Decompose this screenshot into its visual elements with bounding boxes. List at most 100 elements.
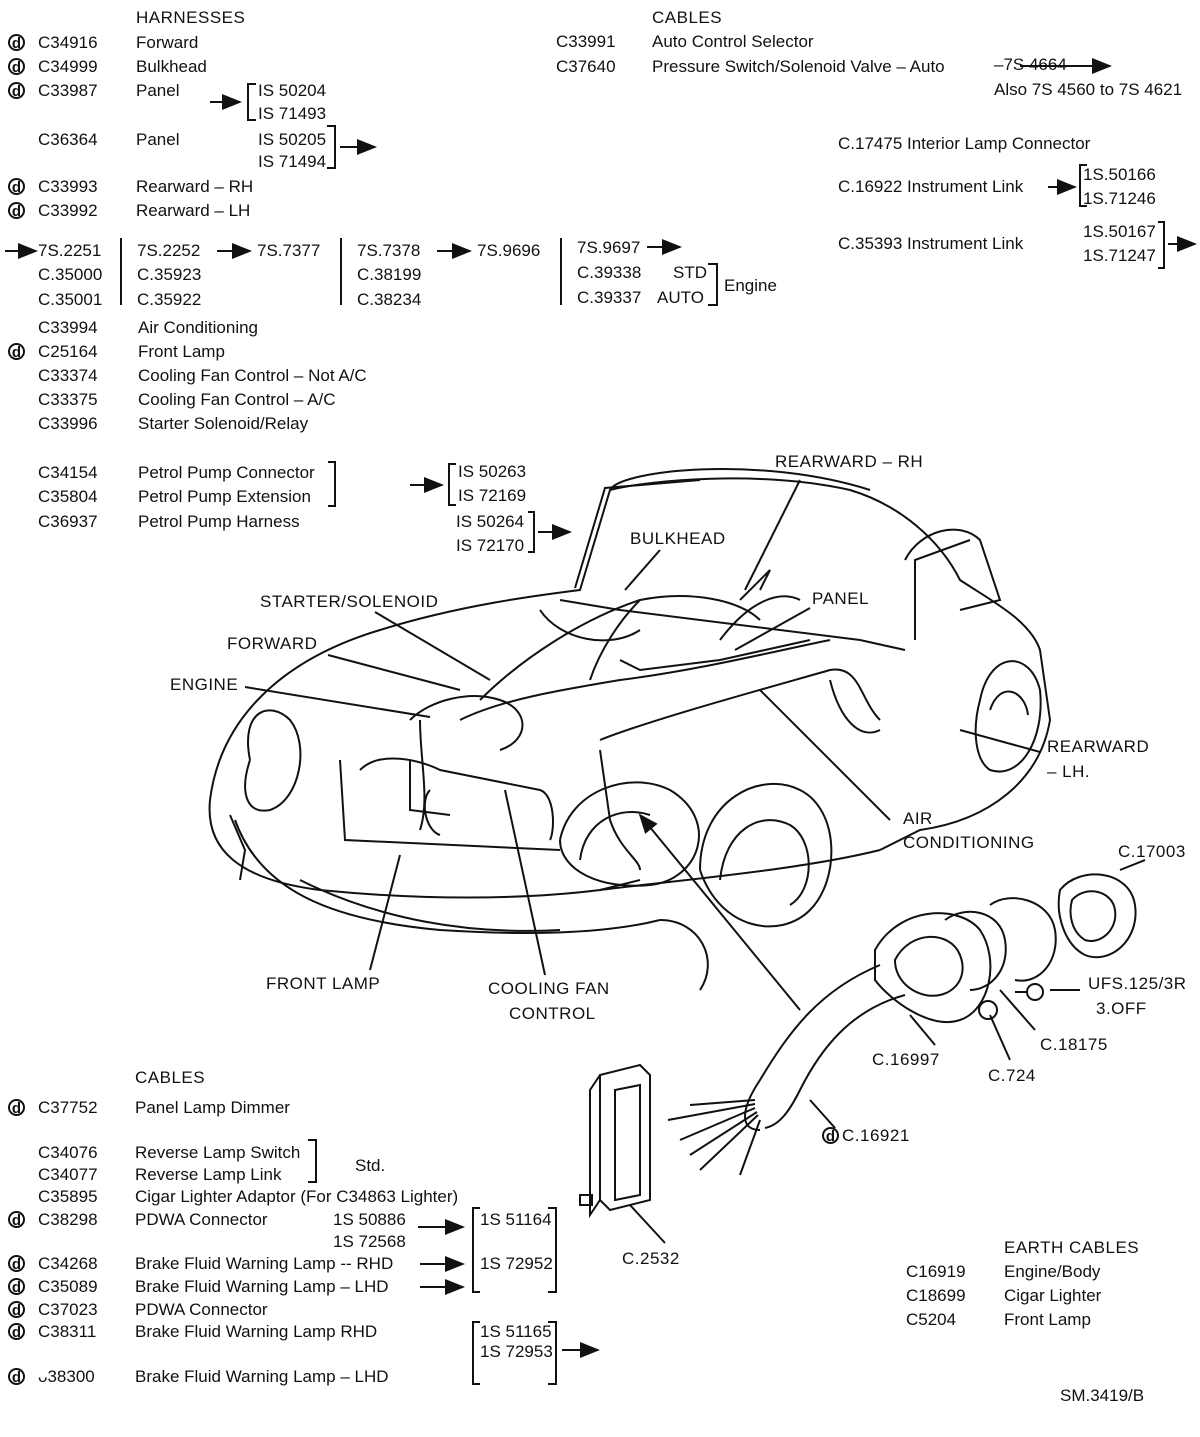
harness-desc: Bulkhead: [136, 57, 207, 76]
harness-desc: Petrol Pump Extension: [138, 487, 311, 506]
harness-code: C36364: [38, 130, 98, 149]
harness-code: C33375: [38, 390, 98, 409]
engine-grid-value: 7S.7377: [257, 241, 321, 260]
label-conditioning: CONDITIONING: [903, 833, 1035, 852]
harness-code: C33992: [38, 201, 98, 220]
harness-desc: Cooling Fan Control – A/C: [138, 390, 336, 409]
earth-code: C5204: [906, 1310, 957, 1329]
harness-desc: Starter Solenoid/Relay: [138, 414, 309, 433]
d-symbol: d: [8, 202, 25, 220]
cable-desc: Auto Control Selector: [652, 32, 814, 51]
cable-code: C33991: [556, 32, 616, 51]
harness-desc: Front Lamp: [138, 342, 225, 361]
harness-desc: Air Conditioning: [138, 318, 259, 337]
cable-desc: Brake Fluid Warning Lamp – LHD: [135, 1367, 389, 1386]
cable-desc: Reverse Lamp Switch: [135, 1143, 301, 1162]
cable-code: C34076: [38, 1143, 98, 1162]
label-panel: PANEL: [812, 589, 869, 608]
harness-code: C34154: [38, 463, 98, 482]
range-value: 1S.71247: [1083, 246, 1156, 265]
d-symbol: d: [8, 58, 25, 76]
harness-code: C33987: [38, 81, 98, 100]
harness-desc: Rearward – RH: [136, 177, 254, 196]
label-forward: FORWARD: [227, 634, 318, 653]
instrument-link: C.16922 Instrument Link: [838, 177, 1024, 196]
harness-code: C33996: [38, 414, 98, 433]
cables-bottom-title: CABLES: [135, 1068, 206, 1087]
label-starter-solenoid: STARTER/SOLENOID: [260, 592, 439, 611]
d-symbol: d: [822, 1127, 839, 1145]
harness-code: C33374: [38, 366, 98, 385]
range-value: 1S.50166: [1083, 165, 1156, 184]
label-engine: ENGINE: [170, 675, 239, 694]
earth-desc: Front Lamp: [1004, 1310, 1091, 1329]
range-value: 1S 51164: [480, 1210, 552, 1229]
cable-code: C35089: [38, 1277, 98, 1296]
cable-code: C37640: [556, 57, 616, 76]
range-value: IS 72170: [456, 536, 525, 555]
harnesses-title: HARNESSES: [136, 8, 246, 27]
drawing-reference: SM.3419/B: [1060, 1386, 1145, 1405]
cable-desc: Panel Lamp Dimmer: [135, 1098, 290, 1117]
d-symbol: d: [8, 178, 25, 196]
cable-desc: Brake Fluid Warning Lamp – LHD: [135, 1277, 389, 1296]
harness-desc: Rearward – LH: [136, 201, 251, 220]
d-symbol: d: [8, 1099, 25, 1117]
earth-code: C18699: [906, 1286, 966, 1305]
engine-grid-value: C.39338: [577, 263, 642, 282]
range-value: IS 71493: [258, 104, 327, 123]
engine-grid-value: C.35922: [137, 290, 202, 309]
std-note: Std.: [355, 1156, 386, 1175]
cable-code: C34077: [38, 1165, 98, 1184]
cable-desc: PDWA Connector: [135, 1300, 268, 1319]
d-symbol: d: [8, 1323, 25, 1341]
harness-code: C34999: [38, 57, 98, 76]
engine-grid-value: 7S.7378: [357, 241, 421, 260]
label-rearward-lh: REARWARD: [1047, 737, 1150, 756]
earth-desc: Cigar Lighter: [1004, 1286, 1102, 1305]
d-symbol: d: [8, 1211, 25, 1229]
engine-grid-value: C.35001: [38, 290, 103, 309]
d-symbol: d: [8, 82, 25, 100]
cable-code: C35895: [38, 1187, 98, 1206]
cable-desc: Brake Fluid Warning Lamp -- RHD: [135, 1254, 394, 1273]
d-symbol: d: [8, 1368, 25, 1386]
range-value: IS 50264: [456, 512, 525, 531]
label-c16921: C.16921: [842, 1126, 910, 1145]
range-value: –7S 4664: [994, 55, 1067, 74]
range-value: 1S 72568: [333, 1232, 406, 1251]
harness-desc: Panel: [136, 81, 180, 100]
cable-desc: Cigar Lighter Adaptor (For C34863 Lighte…: [135, 1187, 459, 1206]
engine-grid-value: C.35000: [38, 265, 103, 284]
range-value: 1S 72952: [480, 1254, 553, 1273]
label-front-lamp: FRONT LAMP: [266, 974, 381, 993]
d-symbol: d: [8, 34, 25, 52]
range-value: 1S 72953: [480, 1342, 553, 1361]
earth-cables-title: EARTH CABLES: [1004, 1238, 1140, 1257]
cable-code: C37752: [38, 1098, 98, 1117]
cable-desc: Brake Fluid Warning Lamp RHD: [135, 1322, 378, 1341]
engine-grid-value: 7S.2252: [137, 241, 201, 260]
label-c2532: C.2532: [622, 1249, 680, 1268]
interior-lamp-connector: C.17475 Interior Lamp Connector: [838, 134, 1091, 153]
harness-desc: Petrol Pump Harness: [138, 512, 300, 531]
cable-code: ᴗ38300: [38, 1367, 95, 1386]
harness-code: C33993: [38, 177, 98, 196]
cable-code: C38298: [38, 1210, 98, 1229]
engine-grid-value: 7S.9696: [477, 241, 541, 260]
engine-grid-value: 7S.9697: [577, 238, 641, 257]
harness-code: C25164: [38, 342, 98, 361]
engine-grid-value: AUTO: [657, 288, 704, 307]
d-symbol: d: [8, 1255, 25, 1273]
engine-grid-value: C.38199: [357, 265, 422, 284]
harness-desc: Forward: [136, 33, 199, 52]
label-c18175: C.18175: [1040, 1035, 1108, 1054]
range-value: IS 50204: [258, 81, 327, 100]
engine-grid-value: Engine: [724, 276, 777, 295]
also-note: Also 7S 4560 to 7S 4621: [994, 80, 1183, 99]
harness-code: C35804: [38, 487, 98, 506]
cable-code: C34268: [38, 1254, 98, 1273]
label-ufs: UFS.125/3R: [1088, 974, 1187, 993]
engine-grid-value: C.39337: [577, 288, 642, 307]
